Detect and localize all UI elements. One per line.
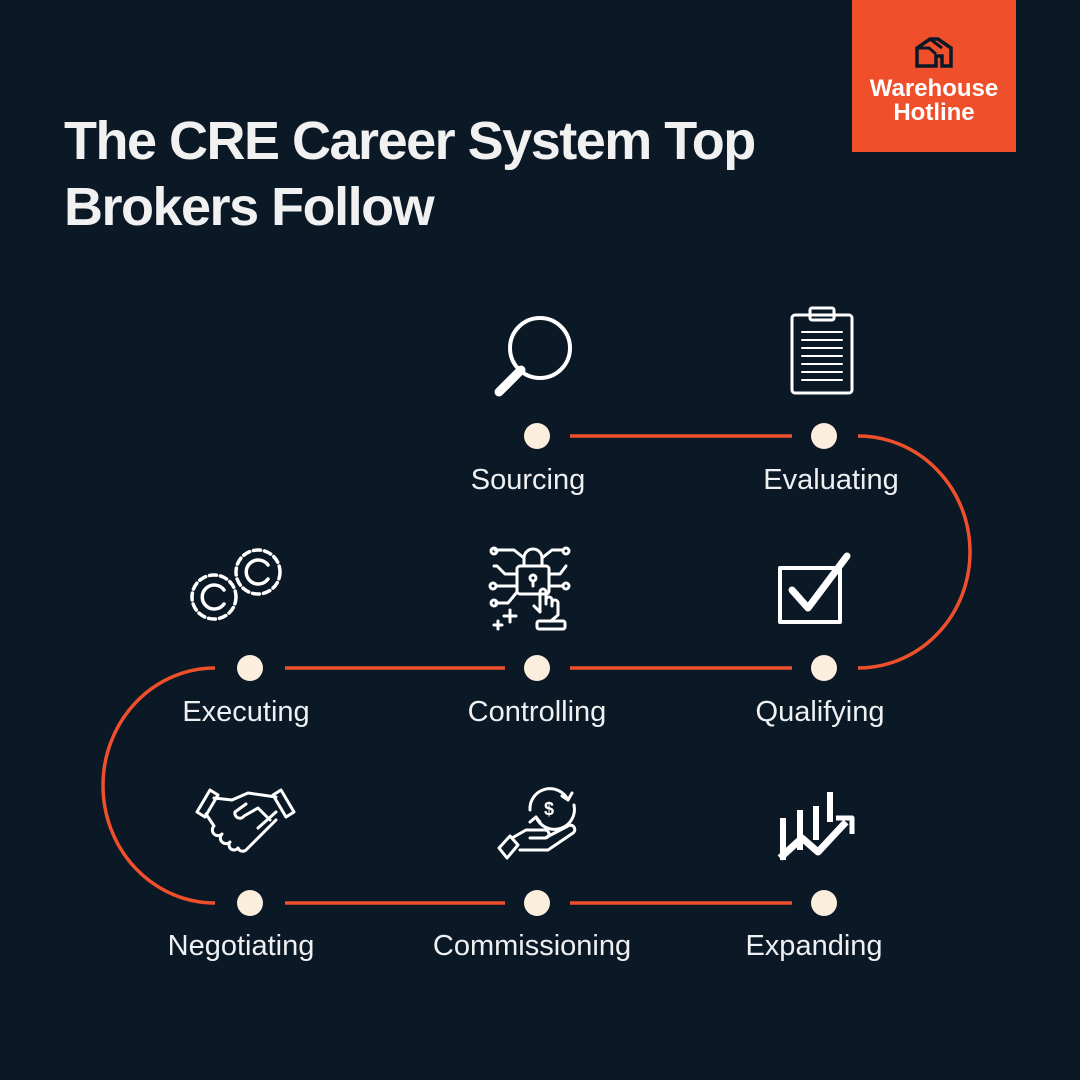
step-dot-negotiating (237, 890, 263, 916)
clipboard-icon (790, 306, 854, 395)
logo-line-1: Warehouse (869, 75, 999, 102)
step-dot-commissioning (524, 890, 550, 916)
step-dot-expanding (811, 890, 837, 916)
step-label-negotiating: Negotiating (167, 930, 315, 962)
step-label-controlling: Controlling (467, 696, 607, 728)
step-dot-qualifying (811, 655, 837, 681)
warehouse-icon (915, 37, 953, 68)
checkbox-icon (778, 552, 851, 624)
logo-text: Warehouse Hotline (852, 77, 1016, 125)
step-dot-evaluating (811, 423, 837, 449)
step-label-evaluating: Evaluating (763, 464, 899, 496)
lock-circuit-hand-icon (488, 546, 571, 631)
connector-curve-right (857, 434, 972, 670)
title-line-2: Brokers Follow (64, 177, 435, 237)
warehouse-hotline-logo: Warehouse Hotline (852, 0, 1016, 152)
logo-line-2: Hotline (893, 99, 975, 126)
step-label-sourcing: Sourcing (470, 464, 586, 496)
hand-dollar-icon: $ (497, 787, 577, 860)
title-line-1: The CRE Career System Top (64, 111, 756, 171)
step-dot-controlling (524, 655, 550, 681)
connector-curve-left (101, 666, 216, 905)
handshake-icon (195, 788, 296, 853)
step-label-expanding: Expanding (745, 930, 883, 962)
svg-text:$: $ (544, 799, 554, 819)
page-title: The CRE Career System Top Brokers Follow (64, 108, 824, 240)
step-label-commissioning: Commissioning (432, 930, 632, 962)
gears-icon (190, 548, 282, 621)
step-label-executing: Executing (182, 696, 310, 728)
step-dot-sourcing (524, 423, 550, 449)
growth-chart-icon (777, 792, 855, 861)
step-dot-executing (237, 655, 263, 681)
magnifying-glass-icon (494, 316, 572, 397)
step-label-qualifying: Qualifying (755, 696, 885, 728)
